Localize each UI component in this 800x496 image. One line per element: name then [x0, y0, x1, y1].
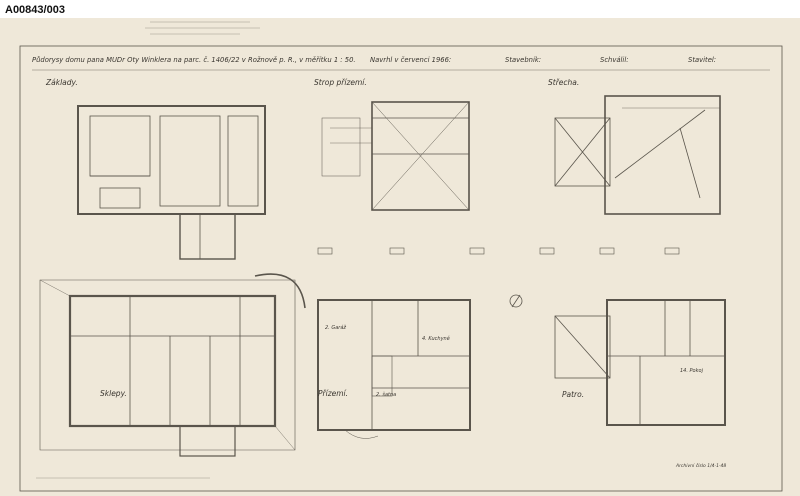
approved-label: Schválil:: [600, 56, 629, 64]
label-strecha: Střecha.: [548, 78, 580, 87]
plan-prizemi: [317, 294, 523, 439]
floor-plan-drawing: [19, 21, 783, 492]
label-zaklady: Základy.: [46, 78, 78, 87]
archive-id: A00843/003: [5, 4, 65, 16]
plan-sklepy: [39, 273, 306, 457]
label-patro: Patro.: [562, 390, 585, 399]
room-garaz: 2. Garáž: [325, 325, 347, 331]
label-strop: Strop přízemí.: [314, 78, 367, 87]
sheet-title: Půdorysy domu pana MUDr Oty Winklera na …: [32, 56, 356, 64]
archive-note: Archivní číslo 1/4-1-48: [676, 464, 727, 469]
legend: [317, 247, 680, 255]
plan-zaklady: [77, 105, 266, 260]
room-satna: 2. šatna: [376, 392, 397, 398]
drawing-sheet: Půdorysy domu pana MUDr Oty Winklera na …: [0, 18, 800, 496]
builder-label: Stavitel:: [688, 56, 717, 64]
designed-label: Navrhl v červenci 1966:: [370, 56, 452, 64]
plan-strecha: [554, 95, 721, 215]
room-kuchyne: 4. Kuchyně: [422, 336, 450, 342]
plan-patro: [554, 299, 726, 426]
label-prizemi: Přízemí.: [318, 389, 349, 398]
plan-strop: [321, 101, 470, 211]
investor-label: Stavebník:: [505, 56, 542, 64]
sheet-frame: [19, 45, 783, 492]
label-sklepy: Sklepy.: [100, 389, 127, 398]
room-pokoj: 14. Pokoj: [680, 368, 703, 374]
